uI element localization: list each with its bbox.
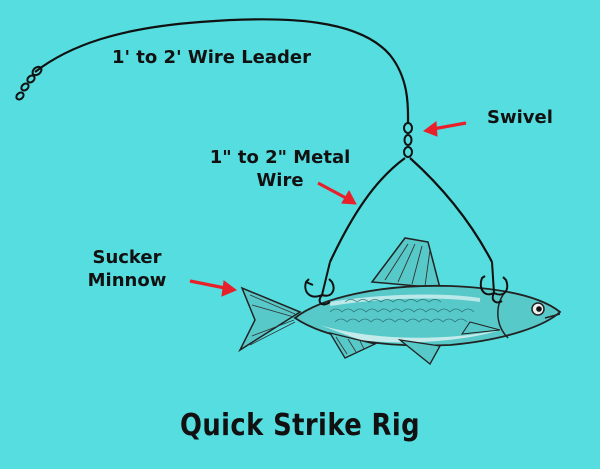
minnow-label: Sucker Minnow <box>72 246 182 292</box>
arrow-icon <box>317 181 357 205</box>
swivel-label: Swivel <box>487 107 553 128</box>
metal-wire-right <box>409 157 493 263</box>
treble-hook-icon <box>479 261 509 304</box>
treble-hook-icon <box>304 261 335 306</box>
minnow-label-line1: Sucker <box>92 247 162 268</box>
arrow-icon <box>189 279 237 297</box>
page-title: Quick Strike Rig <box>179 408 421 443</box>
minnow-label-line2: Minnow <box>87 270 167 291</box>
minnow-icon <box>238 237 562 365</box>
metal-wire-left <box>329 157 406 263</box>
swivel-icon <box>403 122 413 158</box>
metal-wire-label-line2: Wire <box>256 170 304 191</box>
metal-wire-label-line1: 1" to 2" Metal <box>209 147 351 168</box>
metal-wire-label: 1" to 2" Metal Wire <box>195 146 365 192</box>
wire-leader <box>34 18 410 125</box>
arrow-icon <box>422 121 467 137</box>
wire-leader-label: 1' to 2' Wire Leader <box>112 47 312 68</box>
snap-swivel-icon <box>15 65 43 101</box>
